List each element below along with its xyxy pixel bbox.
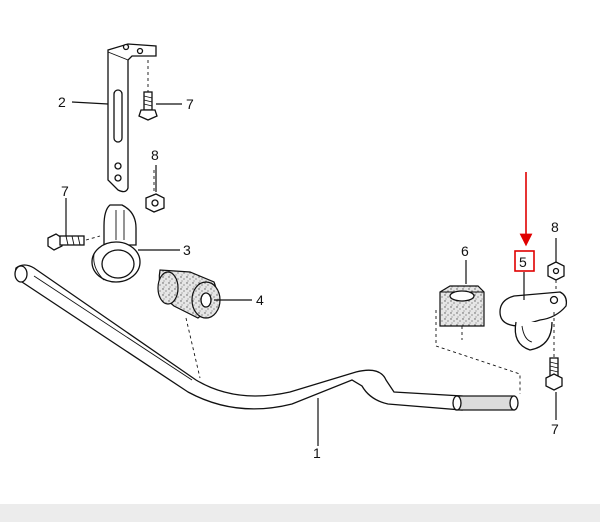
- stabilizer-bar: [14, 264, 519, 411]
- bolt-top: [138, 60, 158, 121]
- callout-8-right: 8: [551, 219, 559, 235]
- bolt-right: [545, 312, 563, 391]
- nut-top: [145, 170, 165, 213]
- bushing: [157, 269, 221, 379]
- callout-2: 2: [58, 94, 66, 110]
- highlight-box: [514, 250, 535, 272]
- callout-8-top: 8: [151, 147, 159, 163]
- clamp: [91, 204, 141, 283]
- callout-4: 4: [256, 292, 264, 308]
- callout-7-right: 7: [551, 421, 559, 437]
- bolt-left: [47, 233, 101, 251]
- callout-5: 5: [519, 254, 527, 270]
- right-bracket: [499, 291, 568, 351]
- callout-7-left: 7: [61, 183, 69, 199]
- bottom-strip: [0, 504, 600, 522]
- mounting-bracket: [107, 43, 157, 193]
- callout-3: 3: [183, 242, 191, 258]
- callout-1: 1: [313, 445, 321, 461]
- leader-lines: [65, 101, 557, 446]
- callout-6: 6: [461, 243, 469, 259]
- nut-right: [547, 261, 565, 292]
- bushing-right: [435, 285, 521, 394]
- callout-7-top: 7: [186, 96, 194, 112]
